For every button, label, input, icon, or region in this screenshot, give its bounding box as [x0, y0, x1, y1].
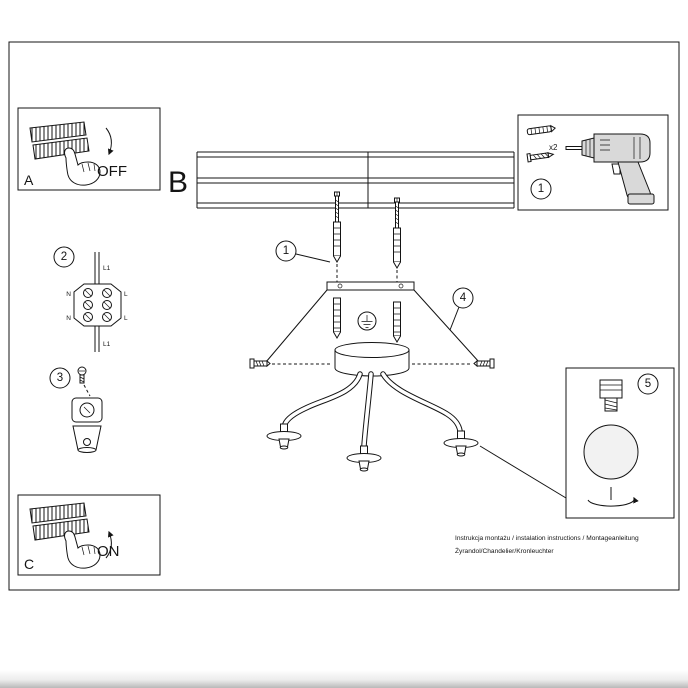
- bracket-hole: [337, 283, 343, 289]
- ground-screw-dash: [83, 384, 91, 397]
- wall-plug-icon: [333, 297, 341, 339]
- section-b-ceiling: B: [168, 151, 515, 209]
- terminal-label-l-top: L: [124, 291, 128, 298]
- callout-wiring-badge: [53, 246, 75, 268]
- footer-line-1: Instrukcja montażu / instalation instruc…: [455, 535, 639, 542]
- callout-canopy-badge: [452, 287, 474, 309]
- rotate-arrow-icon: [587, 496, 639, 507]
- terminal-label-l-bottom: L: [124, 315, 128, 322]
- ceiling-boards: [196, 151, 515, 209]
- page-bottom-edge: [0, 670, 688, 688]
- step-5-badge: [637, 373, 659, 395]
- terminal-label-n-bottom: N: [66, 315, 71, 322]
- wires: [94, 252, 100, 352]
- bracket-hole: [398, 283, 404, 289]
- anchor-quantity: x2: [549, 143, 558, 152]
- step-1-number: 1: [538, 183, 544, 195]
- switch-state-on: ON: [97, 543, 120, 560]
- press-down-arrow-icon: [105, 127, 114, 156]
- panel-c-letter: C: [24, 556, 34, 572]
- switch-state-off: OFF: [97, 163, 127, 180]
- wall-plug-icon: [393, 301, 401, 343]
- bulb-detail-leader: [479, 445, 567, 499]
- lamp-holder-cup-icon: [72, 425, 102, 453]
- callout-ground-number: 3: [57, 372, 63, 384]
- footer-text: Instrukcja montażu / instalation instruc…: [455, 535, 639, 555]
- mounting-bracket: [326, 281, 415, 291]
- panel-a-letter: A: [24, 172, 34, 188]
- callout-ground-badge: [49, 367, 71, 389]
- lamp-socket-icon: [599, 379, 623, 412]
- tools-box: x2 1: [517, 114, 669, 211]
- panel-switch-off: OFF A: [17, 107, 161, 191]
- press-up-arrow-icon: [105, 530, 114, 559]
- callout-canopy-leader: [449, 306, 460, 331]
- callout-screws-badge: [275, 240, 297, 262]
- drill-icon: [565, 133, 655, 205]
- callout-wiring-number: 2: [61, 251, 67, 263]
- callout-screws-leader: [295, 253, 331, 263]
- callout-screws-number: 1: [283, 245, 289, 257]
- ground-symbol-marks: [361, 315, 373, 328]
- step-1-badge: [530, 178, 552, 200]
- step-5-number: 5: [645, 378, 651, 390]
- panel-switch-on: ON C: [17, 494, 161, 576]
- ground-screw-icon: [77, 366, 87, 384]
- exploded-projection-lines: [265, 289, 480, 363]
- canopy-top: [334, 342, 410, 358]
- wire-label-top: L1: [103, 265, 111, 272]
- terminal-screws: [83, 288, 112, 322]
- bulb-detail-box: 5: [565, 367, 675, 519]
- globe-bulb-icon: [583, 424, 639, 480]
- chandelier-arms: [282, 371, 463, 449]
- terminal-block: [73, 283, 122, 327]
- callout-canopy-number: 4: [460, 292, 467, 304]
- wiring-diagram: 2 L1 N L N L L1: [53, 246, 128, 352]
- chandelier-assembly: 1 4: [249, 191, 567, 499]
- ground-connection: 3: [49, 366, 103, 453]
- footer-line-2: Żyrandol/Chandelier/Kronleuchter: [455, 546, 554, 555]
- wire-label-bottom: L1: [103, 341, 111, 348]
- section-b-letter: B: [168, 166, 188, 199]
- holder-ground-terminal: [71, 397, 103, 423]
- terminal-label-n-top: N: [66, 291, 71, 298]
- alignment-dashes: [336, 264, 398, 288]
